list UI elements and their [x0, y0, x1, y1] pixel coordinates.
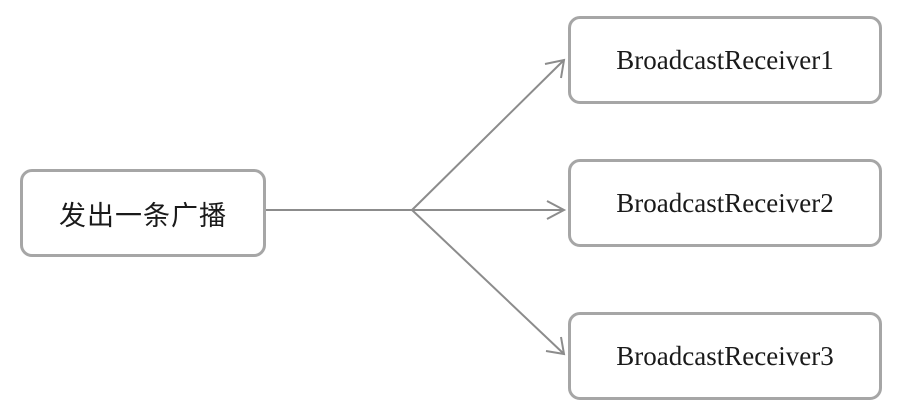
arrowhead-receiver-3 [545, 336, 566, 356]
source-node-send-broadcast: 发出一条广播 [20, 169, 266, 257]
receiver-node-label: BroadcastReceiver3 [616, 340, 834, 371]
receiver-node-3: BroadcastReceiver3 [568, 312, 882, 400]
source-node-label: 发出一条广播 [59, 200, 227, 232]
arrowhead-receiver-1 [544, 58, 566, 79]
receiver-node-label: BroadcastReceiver1 [616, 44, 834, 75]
receiver-node-2: BroadcastReceiver2 [568, 159, 882, 247]
receiver-node-label: BroadcastReceiver2 [616, 187, 834, 218]
arrowhead-receiver-2 [546, 200, 567, 220]
connector-to-receiver-1 [411, 59, 565, 211]
receiver-node-1: BroadcastReceiver1 [568, 16, 882, 104]
connector-to-receiver-3 [411, 209, 565, 355]
